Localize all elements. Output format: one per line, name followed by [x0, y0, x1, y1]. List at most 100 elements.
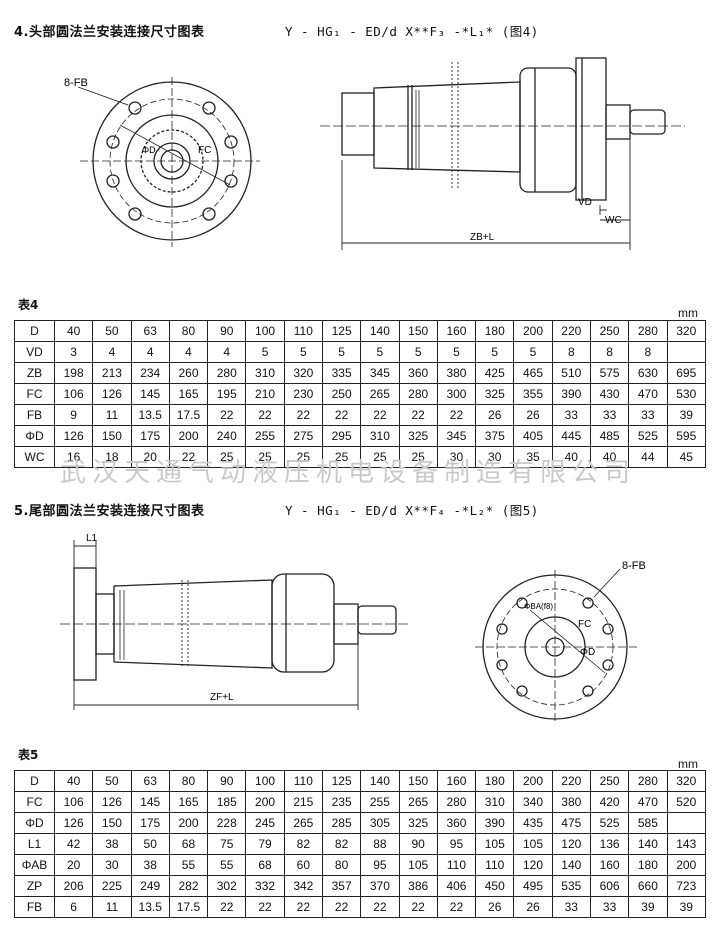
- table-cell: 126: [53, 812, 94, 834]
- table-cell: 525: [589, 812, 630, 834]
- table-cell: 295: [321, 425, 362, 447]
- table-cell: 470: [628, 791, 668, 813]
- table-cell: 320: [666, 320, 706, 342]
- table-cell: 8: [589, 341, 630, 363]
- table-cell: 35: [513, 446, 553, 468]
- table-cell: 195: [207, 383, 247, 405]
- table-cell: 360: [398, 362, 438, 384]
- table-cell: 335: [321, 362, 362, 384]
- table-cell: 215: [283, 791, 323, 813]
- section5-title: 5.尾部圆法兰安装连接尺寸图表: [14, 504, 205, 519]
- table-cell: 39: [666, 404, 706, 426]
- table-cell: 200: [168, 812, 209, 834]
- table-cell: 22: [168, 446, 209, 468]
- table5-label: 表5: [18, 748, 39, 762]
- row-header: D: [14, 320, 55, 342]
- table-cell: 30: [475, 446, 515, 468]
- table-cell: 22: [436, 896, 477, 918]
- table-cell: 22: [436, 404, 477, 426]
- table-cell: 5: [321, 341, 362, 363]
- table-cell: 342: [283, 875, 323, 897]
- table-cell: 140: [360, 320, 400, 342]
- table-cell: 695: [666, 362, 706, 384]
- table-cell: 5: [513, 341, 553, 363]
- table-cell: 120: [513, 854, 553, 876]
- table-cell: 4: [168, 341, 209, 363]
- table-cell: 9: [53, 404, 94, 426]
- table-cell: 17.5: [168, 896, 209, 918]
- row-header: ZB: [14, 362, 55, 384]
- table-cell: 150: [398, 770, 438, 792]
- table-cell: 33: [589, 896, 630, 918]
- table-cell: 386: [398, 875, 438, 897]
- table-cell: 38: [92, 833, 132, 855]
- table-cell: 723: [666, 875, 706, 897]
- table-cell: 575: [589, 362, 630, 384]
- table-cell: 475: [551, 812, 591, 834]
- table-cell: 405: [513, 425, 553, 447]
- table-cell: 33: [551, 404, 591, 426]
- table-cell: 45: [666, 446, 706, 468]
- table-cell: 39: [628, 896, 668, 918]
- table-cell: 5: [475, 341, 515, 363]
- table-cell: 150: [92, 812, 132, 834]
- table-cell: 213: [92, 362, 132, 384]
- table-cell: 225: [92, 875, 132, 897]
- table-cell: 255: [360, 791, 400, 813]
- table-cell: 40: [53, 320, 94, 342]
- table-cell: 495: [513, 875, 553, 897]
- table-cell: 145: [130, 791, 170, 813]
- table-cell: 235: [321, 791, 362, 813]
- row-header: ΦD: [14, 425, 55, 447]
- table-cell: 325: [475, 383, 515, 405]
- figure4-flange-end-view: 8-FB ΦD FC: [64, 77, 260, 247]
- table-cell: 50: [92, 770, 132, 792]
- figure4-wc-label: WC: [605, 215, 622, 226]
- table-cell: 39: [666, 896, 706, 918]
- table-cell: 106: [53, 791, 94, 813]
- table-cell: 110: [283, 320, 323, 342]
- table-cell: 310: [245, 362, 285, 384]
- table-cell: 22: [360, 896, 400, 918]
- table-cell: 20: [53, 854, 94, 876]
- table-cell: 345: [360, 362, 400, 384]
- table-cell: 185: [207, 791, 247, 813]
- table-cell: 22: [245, 404, 285, 426]
- table-cell: 510: [551, 362, 591, 384]
- table-cell: 325: [398, 425, 438, 447]
- figure4-flange-holes-label: 8-FB: [64, 77, 88, 89]
- table-cell: 265: [283, 812, 323, 834]
- table-cell: 80: [321, 854, 362, 876]
- table-cell: 33: [628, 404, 668, 426]
- table-cell: 22: [321, 404, 362, 426]
- row-header: L1: [14, 833, 55, 855]
- table-cell: 260: [168, 362, 209, 384]
- table-cell: 22: [360, 404, 400, 426]
- row-header: FB: [14, 404, 55, 426]
- table-cell: 26: [513, 404, 553, 426]
- figure4-vd-label: VD: [578, 197, 592, 208]
- table-cell: 280: [207, 362, 247, 384]
- table-cell: 255: [245, 425, 285, 447]
- table-cell: 95: [360, 854, 400, 876]
- row-header: VD: [14, 341, 55, 363]
- table-cell: 40: [53, 770, 94, 792]
- table-cell: 13.5: [130, 896, 170, 918]
- table-cell: 175: [130, 812, 170, 834]
- table-cell: 525: [628, 425, 668, 447]
- table-cell: 140: [628, 833, 668, 855]
- figure5-l1-label: L1: [86, 533, 98, 544]
- table-cell: 79: [245, 833, 285, 855]
- table-cell: 265: [398, 791, 438, 813]
- table-cell: [666, 341, 706, 363]
- table-cell: 390: [551, 383, 591, 405]
- table-cell: 285: [321, 812, 362, 834]
- figure4-phi-d-label: ΦD: [142, 145, 156, 155]
- table-cell: 22: [207, 404, 247, 426]
- table-cell: 38: [130, 854, 170, 876]
- table-cell: 240: [207, 425, 247, 447]
